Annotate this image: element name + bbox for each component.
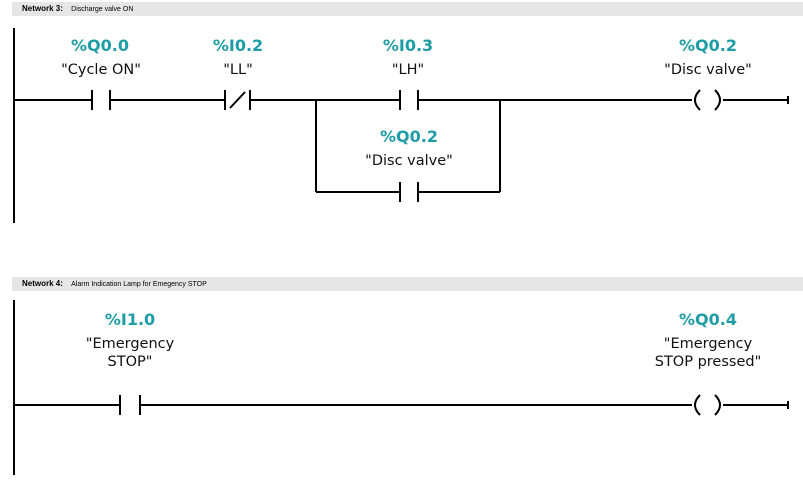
n4-c1-symbol-line1: "Emergency (85, 336, 175, 352)
c4-symbol: "Disc valve" (365, 153, 453, 169)
coil-symbol: "Disc valve" (664, 62, 752, 78)
network-3-rung (13, 28, 789, 223)
network-3-label: Network 3: (22, 4, 63, 13)
network-4-label: Network 4: (22, 279, 63, 288)
c1-address: %Q0.0 (71, 36, 129, 55)
network-3-header: Network 3: Discharge valve ON (12, 2, 803, 16)
contact-emergency-stop (119, 395, 141, 415)
n4-c1-symbol-line2: STOP" (107, 354, 153, 370)
n4-coil-symbol-line2: STOP pressed" (654, 354, 762, 370)
network-3-comment[interactable]: Discharge valve ON (71, 6, 134, 13)
n4-coil-address: %Q0.4 (679, 310, 737, 329)
n4-coil-symbol-line1: "Emergency (663, 336, 753, 352)
contact-lh (399, 90, 419, 110)
coil-address: %Q0.2 (679, 36, 737, 55)
network-4-header: Network 4: Alarm Indication Lamp for Eme… (12, 277, 803, 291)
contact-disc-valve-branch (399, 182, 419, 202)
network-4-comment[interactable]: Alarm Indication Lamp for Emegency STOP (71, 281, 207, 288)
coil-disc-valve (694, 89, 721, 111)
network-4-rung (13, 300, 789, 475)
c3-symbol: "LH" (391, 62, 425, 78)
c1-symbol: "Cycle ON" (61, 62, 141, 78)
contact-ll-nc (224, 90, 251, 110)
c4-address: %Q0.2 (380, 127, 438, 146)
c2-address: %I0.2 (212, 36, 264, 55)
n4-c1-address: %I1.0 (104, 310, 156, 329)
coil-emergency-stop-pressed (694, 394, 721, 416)
c2-symbol: "LL" (223, 62, 253, 78)
c3-address: %I0.3 (382, 36, 434, 55)
contact-cycle-on (91, 90, 111, 110)
